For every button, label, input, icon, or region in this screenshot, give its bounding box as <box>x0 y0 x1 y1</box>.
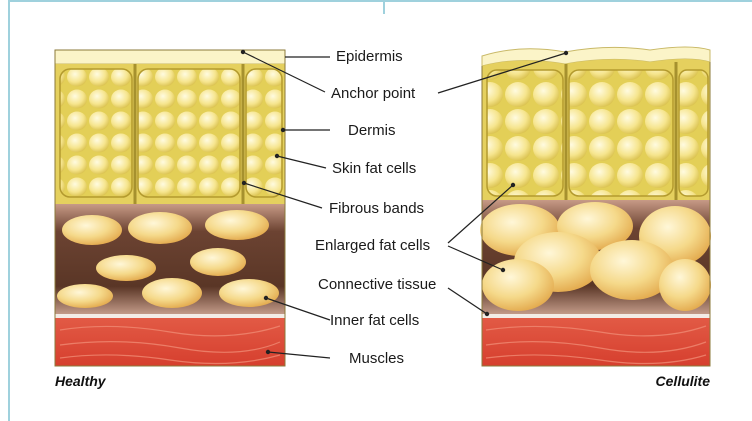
cellulite-panel <box>480 47 711 366</box>
inner-fat-cell <box>96 255 156 281</box>
label-connective-tissue: Connective tissue <box>318 276 436 293</box>
label-inner-fat-cells: Inner fat cells <box>330 312 419 329</box>
label-muscles: Muscles <box>349 350 404 367</box>
healthy-epidermis-layer <box>55 50 285 64</box>
label-fibrous-bands: Fibrous bands <box>329 200 424 217</box>
inner-fat-cell <box>219 279 279 307</box>
inner-fat-cell <box>205 210 269 240</box>
label-enlarged-fat-cells: Enlarged fat cells <box>315 237 430 254</box>
label-dermis: Dermis <box>348 122 396 139</box>
healthy-fat-lobule <box>246 69 282 197</box>
inner-fat-cell <box>190 248 246 276</box>
inner-fat-cell <box>142 278 202 308</box>
label-skin-fat-cells: Skin fat cells <box>332 160 416 177</box>
healthy-separator <box>55 314 285 318</box>
leader-connective <box>448 288 487 314</box>
inner-fat-cell <box>128 212 192 244</box>
label-anchor-point: Anchor point <box>331 85 416 102</box>
caption-cellulite: Cellulite <box>656 373 711 389</box>
cellulite-separator <box>482 314 710 318</box>
inner-fat-cell <box>62 215 122 245</box>
healthy-fat-lobule <box>60 69 132 197</box>
caption-healthy: Healthy <box>55 373 107 389</box>
label-epidermis: Epidermis <box>336 48 403 65</box>
cellulite-fat-lobule <box>569 70 673 196</box>
enlarged-fat-cell <box>482 259 554 311</box>
healthy-panel <box>55 50 285 366</box>
cellulite-fat-lobule <box>679 70 708 196</box>
enlarged-fat-cell <box>659 259 711 311</box>
inner-fat-cell <box>57 284 113 308</box>
healthy-fat-lobule <box>138 69 240 197</box>
cellulite-fat-lobule <box>487 70 563 196</box>
